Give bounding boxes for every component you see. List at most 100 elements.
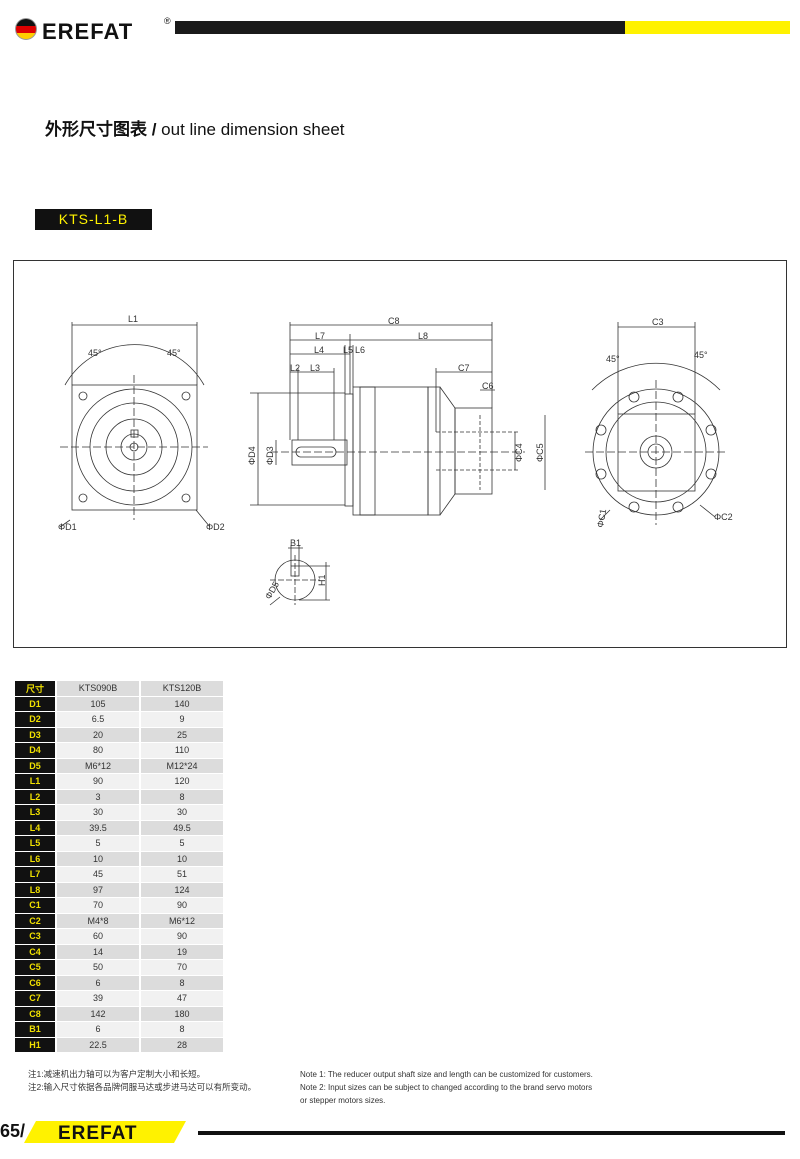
dimension-value: 120 [141,774,223,789]
dimension-value: 20 [57,727,139,742]
model-badge: KTS-L1-B [35,209,152,230]
svg-text:L1: L1 [128,314,138,324]
dimension-value: 140 [141,696,223,711]
svg-text:ΦC1: ΦC1 [595,508,608,528]
dimension-value: 60 [57,929,139,944]
dimension-value: 8 [141,975,223,990]
dimension-value: 19 [141,944,223,959]
dimension-label: L1 [15,774,55,789]
dimension-value: 28 [141,1037,223,1052]
svg-text:EREFAT: EREFAT [42,19,133,44]
svg-text:EREFAT: EREFAT [58,1123,138,1143]
svg-text:ΦD3: ΦD3 [265,446,275,465]
dimension-value: M6*12 [57,758,139,773]
dimension-value: 90 [141,898,223,913]
svg-text:ΦC4: ΦC4 [514,443,524,462]
svg-text:C3: C3 [652,317,664,327]
svg-text:L5: L5 [343,345,353,355]
dimension-label: L2 [15,789,55,804]
dimension-label: L5 [15,836,55,851]
dimension-value: 49.5 [141,820,223,835]
dimension-label: C5 [15,960,55,975]
page-number: 65/ [0,1121,26,1141]
dimension-label: C1 [15,898,55,913]
dimension-label: C7 [15,991,55,1006]
dimension-value: 10 [57,851,139,866]
svg-text:45°: 45° [88,348,102,358]
svg-text:C6: C6 [482,381,494,391]
svg-text:ΦC5: ΦC5 [535,443,545,462]
dimension-value: 22.5 [57,1037,139,1052]
dimension-label: D5 [15,758,55,773]
dimension-label: B1 [15,1022,55,1037]
dimension-value: 97 [57,882,139,897]
dimension-value: 142 [57,1006,139,1021]
dimension-value: 110 [141,743,223,758]
brand-logo: EREFAT ® [15,16,171,44]
rear-view [585,322,728,525]
dimension-label: L3 [15,805,55,820]
dimension-value: 180 [141,1006,223,1021]
drawing-frame [13,260,787,648]
dimension-label: H1 [15,1037,55,1052]
dimension-value: 3 [57,789,139,804]
dimension-value: 6 [57,1022,139,1037]
dimension-value: 6.5 [57,712,139,727]
dimension-value: 25 [141,727,223,742]
table-header-row: 尺寸 KTS090B KTS120B [15,681,223,696]
dimension-value: 8 [141,789,223,804]
dimension-value: 90 [57,774,139,789]
dimension-value: M6*12 [141,913,223,928]
svg-text:L2: L2 [290,363,300,373]
dimension-label: L4 [15,820,55,835]
dimension-label: L7 [15,867,55,882]
dimension-value: 47 [141,991,223,1006]
dimension-value: 51 [141,867,223,882]
svg-text:ΦD4: ΦD4 [247,446,257,465]
svg-text:45°: 45° [606,354,620,364]
dimension-value: 30 [57,805,139,820]
dimension-label: D4 [15,743,55,758]
dimension-value: 8 [141,1022,223,1037]
svg-text:L3: L3 [310,363,320,373]
svg-text:B1: B1 [290,538,301,548]
svg-text:ΦC2: ΦC2 [714,512,733,522]
footer-logo: EREFAT [24,1121,186,1143]
header-bar-accent [625,21,790,34]
svg-text:®: ® [164,16,171,26]
svg-text:H1: H1 [317,574,327,586]
dimension-value: 50 [57,960,139,975]
dimension-value: 30 [141,805,223,820]
svg-text:C7: C7 [458,363,470,373]
dimension-value: 80 [57,743,139,758]
page-title: 外形尺寸图表 / out line dimension sheet [45,120,345,139]
side-view [250,322,546,516]
svg-text:L7: L7 [315,331,325,341]
dimension-label: D3 [15,727,55,742]
notes-english: Note 1: The reducer output shaft size an… [300,1070,593,1105]
key-detail-view [269,545,330,606]
svg-text:L6: L6 [355,345,365,355]
dimension-value: M4*8 [57,913,139,928]
dimension-drawing: L1 45° 45° ΦD1 ΦD2 C8 L7 L8 L4 [58,314,733,606]
dimension-value: 10 [141,851,223,866]
